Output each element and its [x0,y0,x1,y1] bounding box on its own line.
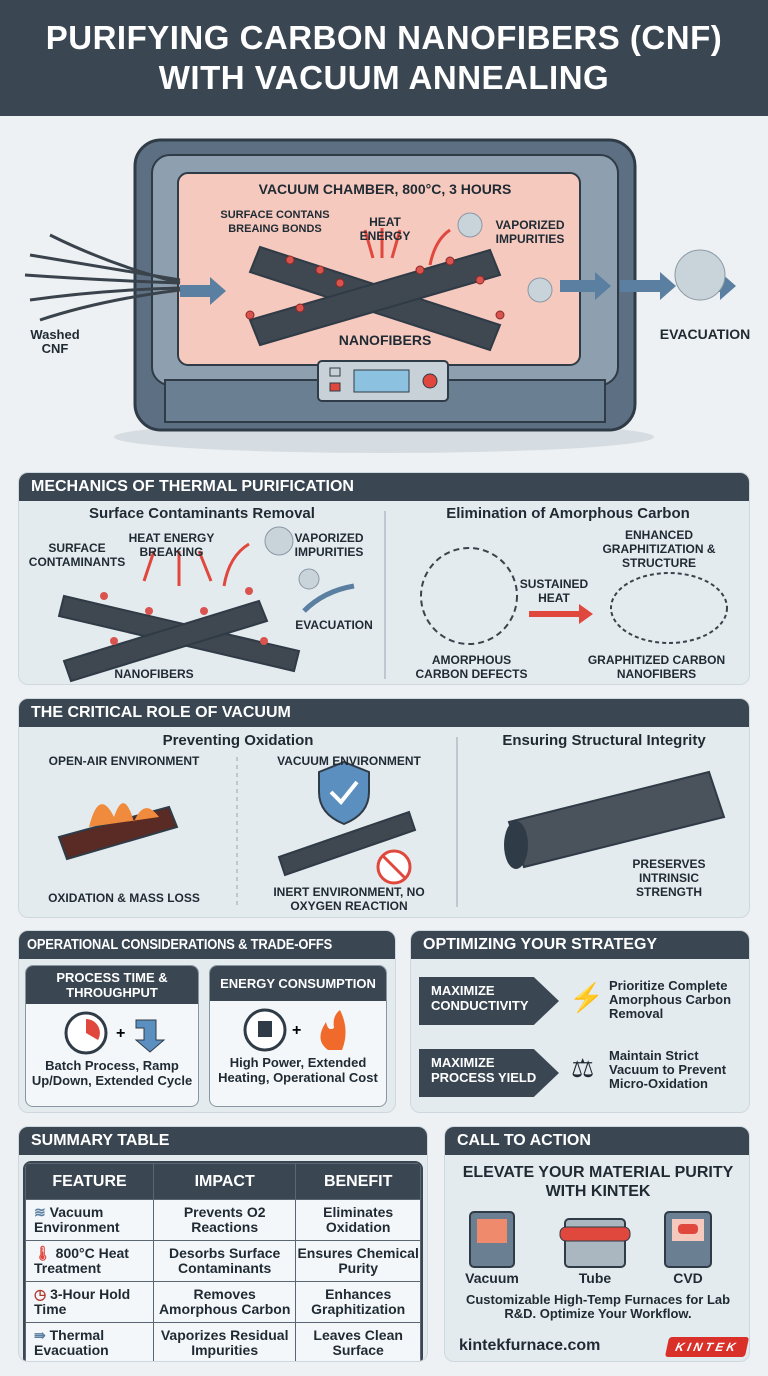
scale-icon: ⚖ [571,1053,595,1083]
furnace-label: CVD [673,1270,703,1286]
enhanced-label: ENHANCED GRAPHITIZATION & STRUCTURE [602,528,716,570]
process-time-card: PROCESS TIME & THROUGHPUT + Batch Proces… [25,965,199,1107]
oxidation-label: OXIDATION & MASS LOSS [48,891,200,905]
kintek-logo: KINTEK [664,1337,749,1357]
heat-label: HEAT ENERGY [359,215,411,243]
section-header: OPERATIONAL CONSIDERATIONS & TRADE-OFFS [19,931,395,959]
clock-icon: ◷ [34,1286,51,1302]
surface-label: SURFACE CONTAMINANTS [28,541,126,569]
svg-text:+: + [292,1022,301,1039]
burning-fiber-icon [57,803,179,861]
amorphous-label: AMORPHOUS CARBON DEFECTS [415,653,528,681]
section-header: THE CRITICAL ROLE OF VACUUM [19,699,749,727]
shield-check-icon [318,760,370,826]
nanofibers-label: NANOFIBERS [338,332,432,348]
page-title: PURIFYING CARBON NANOFIBERS (CNF)WITH VA… [0,0,768,116]
evacuation-arrow-icon: ⇛ [34,1327,50,1343]
subsection-title: Elimination of Amorphous Carbon [446,505,690,522]
heat-label: HEAT ENERGY BREAKING [128,531,215,559]
strategy-action: Prioritize Complete Amorphous Carbon Rem… [609,978,732,1021]
cta-panel: CALL TO ACTION ELEVATE YOUR MATERIAL PUR… [444,1126,750,1362]
svg-text:+: + [116,1025,125,1042]
vacuum-waves-icon: ≋ [34,1204,50,1220]
subsection-title: Preventing Oxidation [162,732,314,749]
strategy-goal: MAXIMIZE CONDUCTIVITY [419,977,559,1025]
vaporized-label: VAPORIZED IMPURITIES [495,218,565,246]
chamber-label: VACUUM CHAMBER, 800°C, 3 HOURS [258,181,512,197]
graphitized-label: GRAPHITIZED CARBON NANOFIBERS [587,653,726,681]
vacuum-furnace-icon [24,138,736,453]
evacuation-label: EVACUATION [295,618,373,632]
vacuum-env-label: VACUUM ENVIRONMENT [277,754,421,768]
website-link[interactable]: kintekfurnace.com [459,1337,601,1354]
input-label: Washed CNF [30,327,80,356]
inert-label: INERT ENVIRONMENT, NO OXYGEN REACTION [273,885,425,913]
mechanics-illustration [57,511,728,683]
operational-panel: OPERATIONAL CONSIDERATIONS & TRADE-OFFS … [18,930,396,1113]
vacuum-illustration [57,737,726,907]
furnace-label: Tube [578,1270,612,1286]
clock-icon: + [64,1011,166,1055]
furnace-illustration: VACUUM CHAMBER, 800°C, 3 HOURS SURFACE C… [0,125,768,465]
nanotube-icon [504,770,726,869]
surface-label: SURFACE CONTANS BREAING BONDS [220,209,330,235]
subsection-title: Ensuring Structural Integrity [502,732,706,749]
mechanics-panel: MECHANICS OF THERMAL PURIFICATION Surfac… [18,472,750,685]
section-header: OPTIMIZING YOUR STRATEGY [411,931,749,959]
thermometer-icon: 🌡 [34,1245,56,1261]
furnace-label: Vacuum [465,1270,519,1286]
section-header: MECHANICS OF THERMAL PURIFICATION [19,473,749,501]
section-header: SUMMARY TABLE [19,1127,427,1155]
cta-text: Customizable High-Temp Furnaces for Lab … [465,1292,731,1321]
strategy-goal: MAXIMIZE PROCESS YIELD [419,1049,559,1097]
plug-flame-icon: + [243,1008,346,1052]
sustained-label: SUSTAINED HEAT [519,577,589,605]
vaporized-label: VAPORIZED IMPURITIES [294,531,364,559]
output-label: EVACUATION [659,326,751,342]
open-air-label: OPEN-AIR ENVIRONMENT [48,754,200,768]
vacuum-panel: THE CRITICAL ROLE OF VACUUM Preventing O… [18,698,750,918]
furnace-products-icon [469,1211,712,1268]
lightning-cycle-icon: ⚡ [569,982,604,1013]
section-header: CALL TO ACTION [445,1127,749,1155]
cta-headline: ELEVATE YOUR MATERIAL PURITY WITH KINTEK [462,1164,734,1200]
strategy-panel: OPTIMIZING YOUR STRATEGY MAXIMIZE CONDUC… [410,930,750,1113]
energy-card: ENERGY CONSUMPTION + High Power, Extende… [209,965,387,1107]
nanofibers-label: NANOFIBERS [114,667,194,681]
strategy-action: Maintain Strict Vacuum to Prevent Micro-… [609,1048,727,1091]
preserves-label: PRESERVES INTRINSIC STRENGTH [632,857,706,899]
subsection-title: Surface Contaminants Removal [89,505,315,522]
